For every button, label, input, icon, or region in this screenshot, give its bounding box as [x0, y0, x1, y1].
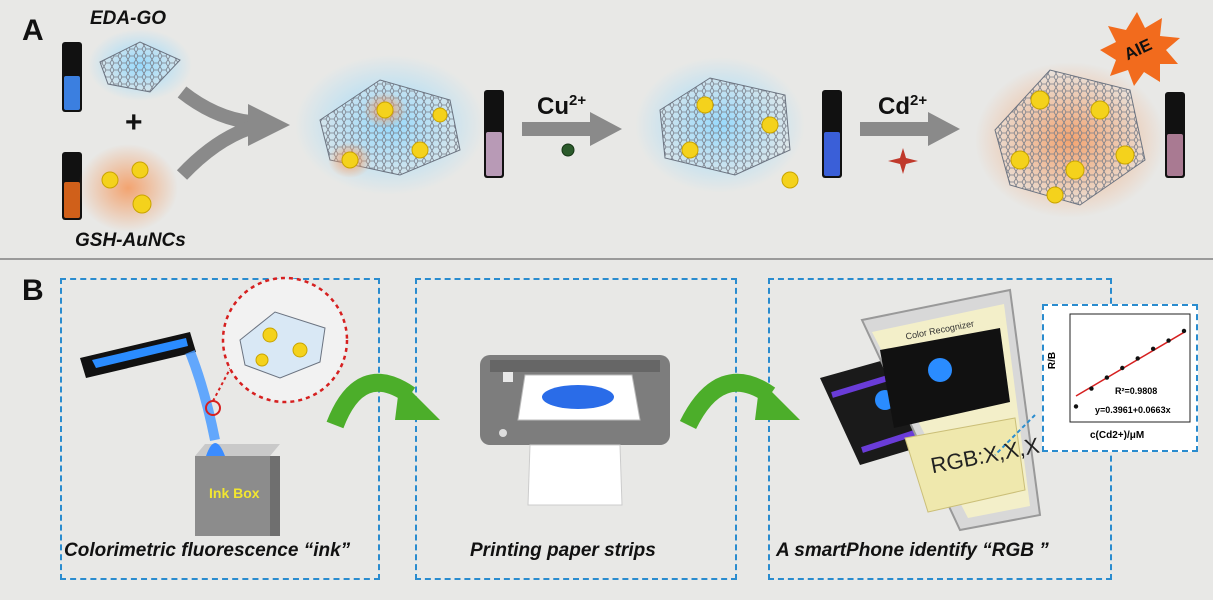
zoom-circle-icon [221, 276, 349, 404]
step1-ink-box-frame [60, 278, 380, 580]
vial-after-cd-pink [1165, 92, 1185, 178]
printer-icon [480, 355, 670, 506]
cd-ion-label: Cd2+ [878, 92, 928, 120]
data-point [1120, 365, 1125, 371]
plot-frame [1069, 313, 1191, 423]
green-arrow-1-icon [326, 373, 440, 429]
data-point [1104, 375, 1110, 380]
fit-line [1075, 331, 1185, 397]
merge-arrow-icon [176, 86, 290, 180]
ink-box-label: Ink Box [209, 485, 260, 501]
data-point [1135, 356, 1140, 361]
plus-sign: + [125, 106, 143, 139]
step3-caption: A smartPhone identify “RGB ” [776, 540, 1049, 561]
panel-a: A EDA-GO + GSH-AuNCs [0, 0, 1213, 260]
cu-reaction-arrow-icon [522, 112, 622, 157]
data-point [1089, 386, 1094, 391]
vial-mixture-pink [484, 90, 504, 178]
vial-gsh-aunc [62, 152, 82, 220]
pouring-cuvette-icon [80, 332, 196, 378]
eda-go-label: EDA-GO [90, 8, 166, 29]
complex-cu-quenched-icon [635, 57, 805, 193]
panel-b-graphics [80, 276, 1042, 536]
panel-a-graphics [78, 12, 1180, 232]
inset-xlabel: c(Cd2+)/μM [1090, 430, 1145, 441]
aie-burst-icon [1100, 12, 1180, 86]
vial-after-cu-blue [822, 90, 842, 178]
vial-eda-go [62, 42, 82, 112]
ink-box-icon [195, 443, 280, 536]
step1-caption: Colorimetric fluorescence “ink” [64, 540, 351, 561]
step2-caption: Printing paper strips [470, 540, 656, 561]
inset-r2: R²=0.9808 [1115, 386, 1158, 396]
gsh-aunc-clusters-icon [78, 144, 178, 232]
cd-reaction-arrow-icon [860, 112, 960, 174]
complex-cd-aie-icon [975, 62, 1165, 218]
data-point [1073, 404, 1079, 409]
eda-go-sheet-icon [88, 29, 192, 101]
panel-b: B [0, 260, 1213, 600]
data-point [1150, 346, 1156, 351]
panel-b-label: B [22, 274, 44, 307]
gsh-aunc-label: GSH-AuNCs [75, 230, 186, 251]
ink-stream-icon [185, 350, 220, 441]
data-point [1166, 338, 1171, 343]
data-point [1181, 328, 1187, 334]
complex-probe-icon [295, 55, 485, 195]
smartphone-icon [860, 288, 1042, 532]
panel-a-label: A [22, 14, 44, 47]
calibration-plot [1069, 313, 1191, 423]
inset-equation: y=0.3961+0.0663x [1095, 405, 1171, 415]
cu-ion-label: Cu2+ [537, 92, 587, 120]
green-arrow-2-icon [679, 373, 800, 430]
inset-ylabel: R/B [1047, 351, 1059, 370]
step2-printing-frame [415, 278, 737, 580]
